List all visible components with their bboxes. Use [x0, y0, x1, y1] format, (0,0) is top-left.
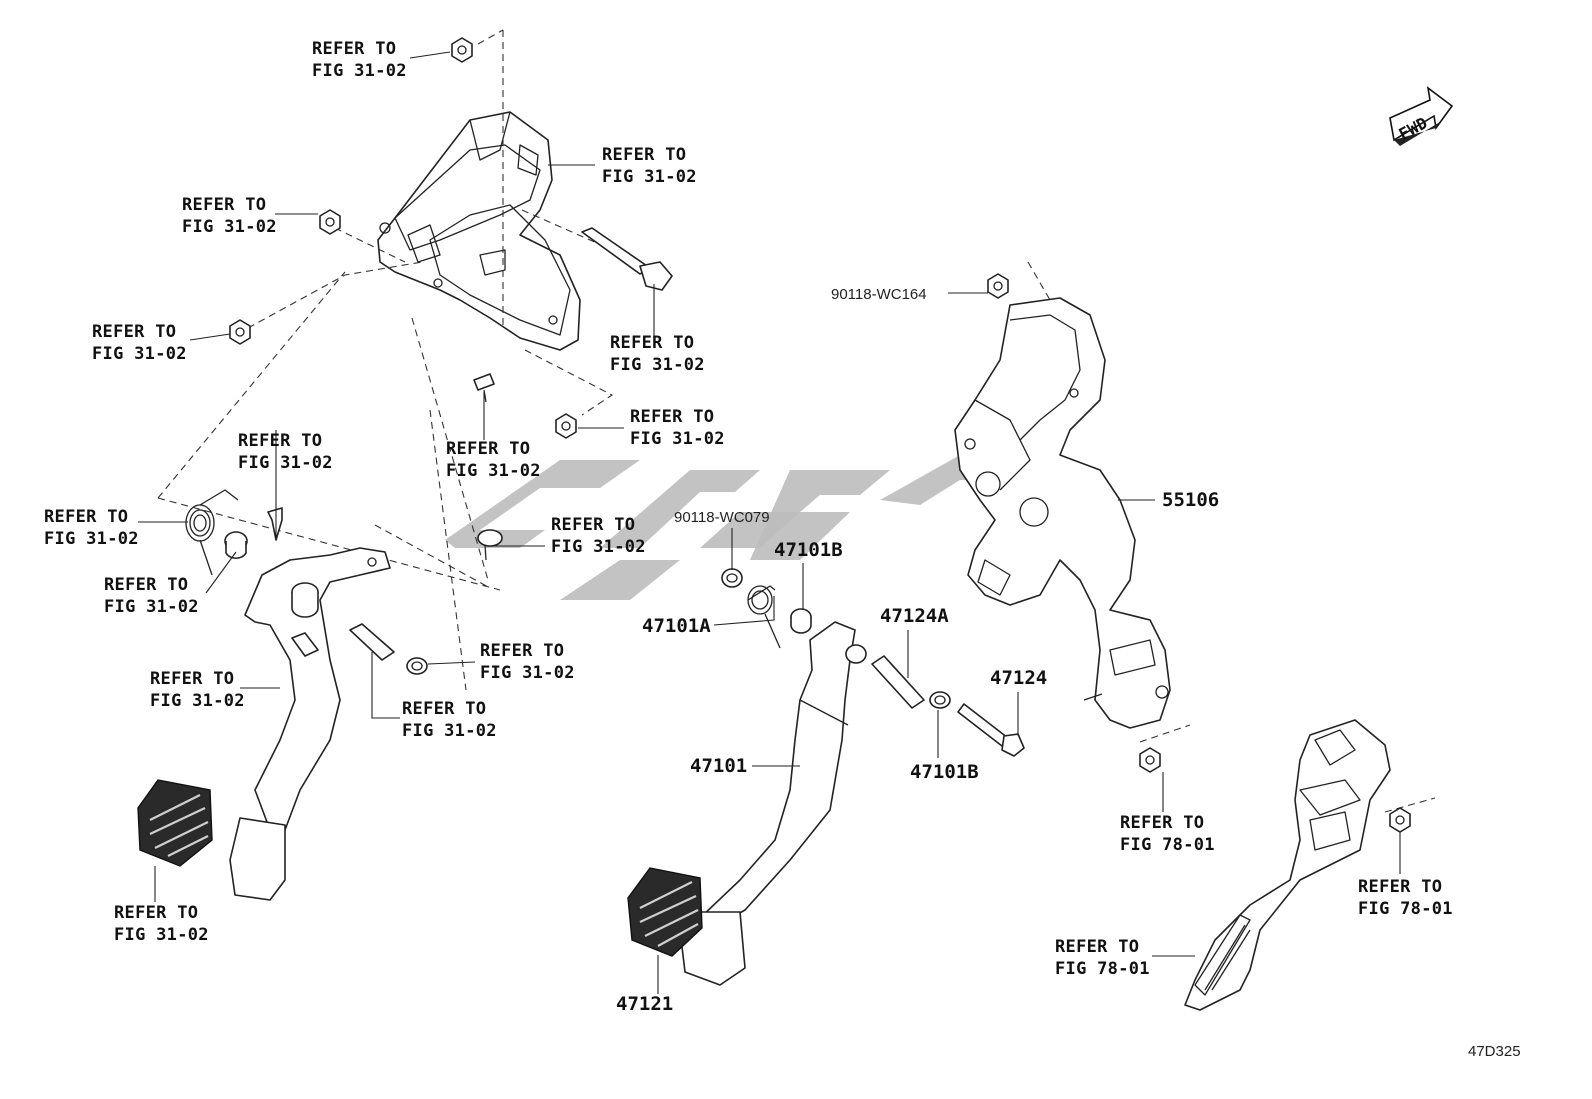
clutch-washer — [406, 657, 428, 675]
label-refer-washer-l1: REFER TO — [480, 641, 564, 661]
pedal-bracket — [377, 111, 581, 351]
label-refer-bushing-l1: REFER TO — [104, 575, 188, 595]
label-refer-bolt-l1: REFER TO — [610, 333, 694, 353]
label-refer-bushing-l2: FIG 31-02 — [104, 597, 199, 617]
label-refer-stopper-l2: FIG 31-02 — [551, 537, 646, 557]
label-refer-ccover-l2: FIG 31-02 — [114, 925, 209, 945]
brake-bushing-47101b-top — [790, 608, 812, 634]
clutch-clip — [267, 507, 283, 541]
label-refer-pin-l2: FIG 31-02 — [402, 721, 497, 741]
label-refer-fig78-acc-nut-l2: FIG 78-01 — [1358, 899, 1453, 919]
label-refer-pin-l1: REFER TO — [402, 699, 486, 719]
label-refer-nut-lu-l1: REFER TO — [182, 195, 266, 215]
label-refer-nut-ll-l1: REFER TO — [92, 322, 176, 342]
label-refer-ccover-l1: REFER TO — [114, 903, 198, 923]
pedal-support-55106 — [954, 297, 1171, 729]
brake-pedal-cover-47121 — [627, 867, 703, 957]
label-refer-cclip-l2: FIG 31-02 — [238, 453, 333, 473]
clutch-return-spring — [185, 489, 239, 576]
clutch-pedal-cover — [137, 779, 213, 867]
label-refer-spring-l2: FIG 31-02 — [44, 529, 139, 549]
label-refer-bolt-l2: FIG 31-02 — [610, 355, 705, 375]
stopper-knob — [477, 529, 503, 561]
pn-90118-wc164: 90118-WC164 — [831, 286, 927, 303]
brake-bushing-47101b-bottom — [929, 691, 951, 709]
pn-47101b-top: 47101B — [774, 539, 843, 561]
nut-support-lower — [1139, 747, 1161, 773]
label-refer-nut-lu-l2: FIG 31-02 — [182, 217, 277, 237]
label-refer-bracket-l1: REFER TO — [602, 145, 686, 165]
fwd-arrow-icon: FWD — [1389, 86, 1454, 146]
pn-90118-wc079: 90118-WC079 — [674, 509, 770, 526]
label-refer-fig78-acc-l1: REFER TO — [1055, 937, 1139, 957]
label-refer-carm-l1: REFER TO — [150, 669, 234, 689]
clutch-pin-shaft — [349, 623, 395, 661]
pn-47124a: 47124A — [880, 605, 949, 627]
nut-left-upper — [319, 209, 341, 235]
brake-bolt-47124 — [957, 703, 1025, 757]
label-refer-cclip-l1: REFER TO — [238, 431, 322, 451]
pn-47101b-bottom: 47101B — [910, 761, 979, 783]
diagram-code: 47D325 — [1468, 1043, 1521, 1060]
nut-right — [555, 413, 577, 439]
nut-accelerator — [1389, 807, 1411, 833]
label-refer-fig78-acc-l2: FIG 78-01 — [1055, 959, 1150, 979]
nut-90118-wc164 — [987, 273, 1009, 299]
clutch-bushing — [224, 531, 248, 560]
clutch-pedal-pad — [229, 817, 286, 901]
label-refer-spring-l1: REFER TO — [44, 507, 128, 527]
accelerator-pedal-assembly — [1184, 719, 1391, 1011]
nut-top — [451, 37, 473, 63]
pn-47101a: 47101A — [642, 615, 711, 637]
pn-47121: 47121 — [616, 993, 673, 1015]
label-refer-top-l1: REFER TO — [312, 39, 396, 59]
brake-pin-47124a — [871, 655, 925, 709]
bracket-bolt — [581, 227, 673, 291]
pn-47101: 47101 — [690, 755, 747, 777]
clutch-pedal-arm — [244, 547, 391, 831]
label-refer-nut-ll-l2: FIG 31-02 — [92, 344, 187, 364]
brake-cushion-90118-wc079 — [721, 568, 743, 588]
label-refer-clip-l1: REFER TO — [446, 439, 530, 459]
label-refer-stopper-l1: REFER TO — [551, 515, 635, 535]
brake-return-spring-47101a — [747, 585, 781, 649]
nut-left-lower — [229, 319, 251, 345]
label-refer-nut-r-l2: FIG 31-02 — [630, 429, 725, 449]
pn-47124: 47124 — [990, 667, 1047, 689]
label-refer-bracket-l2: FIG 31-02 — [602, 167, 697, 187]
clutch-pivot-pin — [291, 632, 319, 657]
label-refer-fig78-nut-l1: REFER TO — [1120, 813, 1204, 833]
label-refer-washer-l2: FIG 31-02 — [480, 663, 575, 683]
pn-55106: 55106 — [1162, 489, 1219, 511]
label-refer-carm-l2: FIG 31-02 — [150, 691, 245, 711]
label-refer-top-l2: FIG 31-02 — [312, 61, 407, 81]
label-refer-fig78-nut-l2: FIG 78-01 — [1120, 835, 1215, 855]
label-refer-fig78-acc-nut-l1: REFER TO — [1358, 877, 1442, 897]
label-refer-clip-l2: FIG 31-02 — [446, 461, 541, 481]
label-refer-nut-r-l1: REFER TO — [630, 407, 714, 427]
